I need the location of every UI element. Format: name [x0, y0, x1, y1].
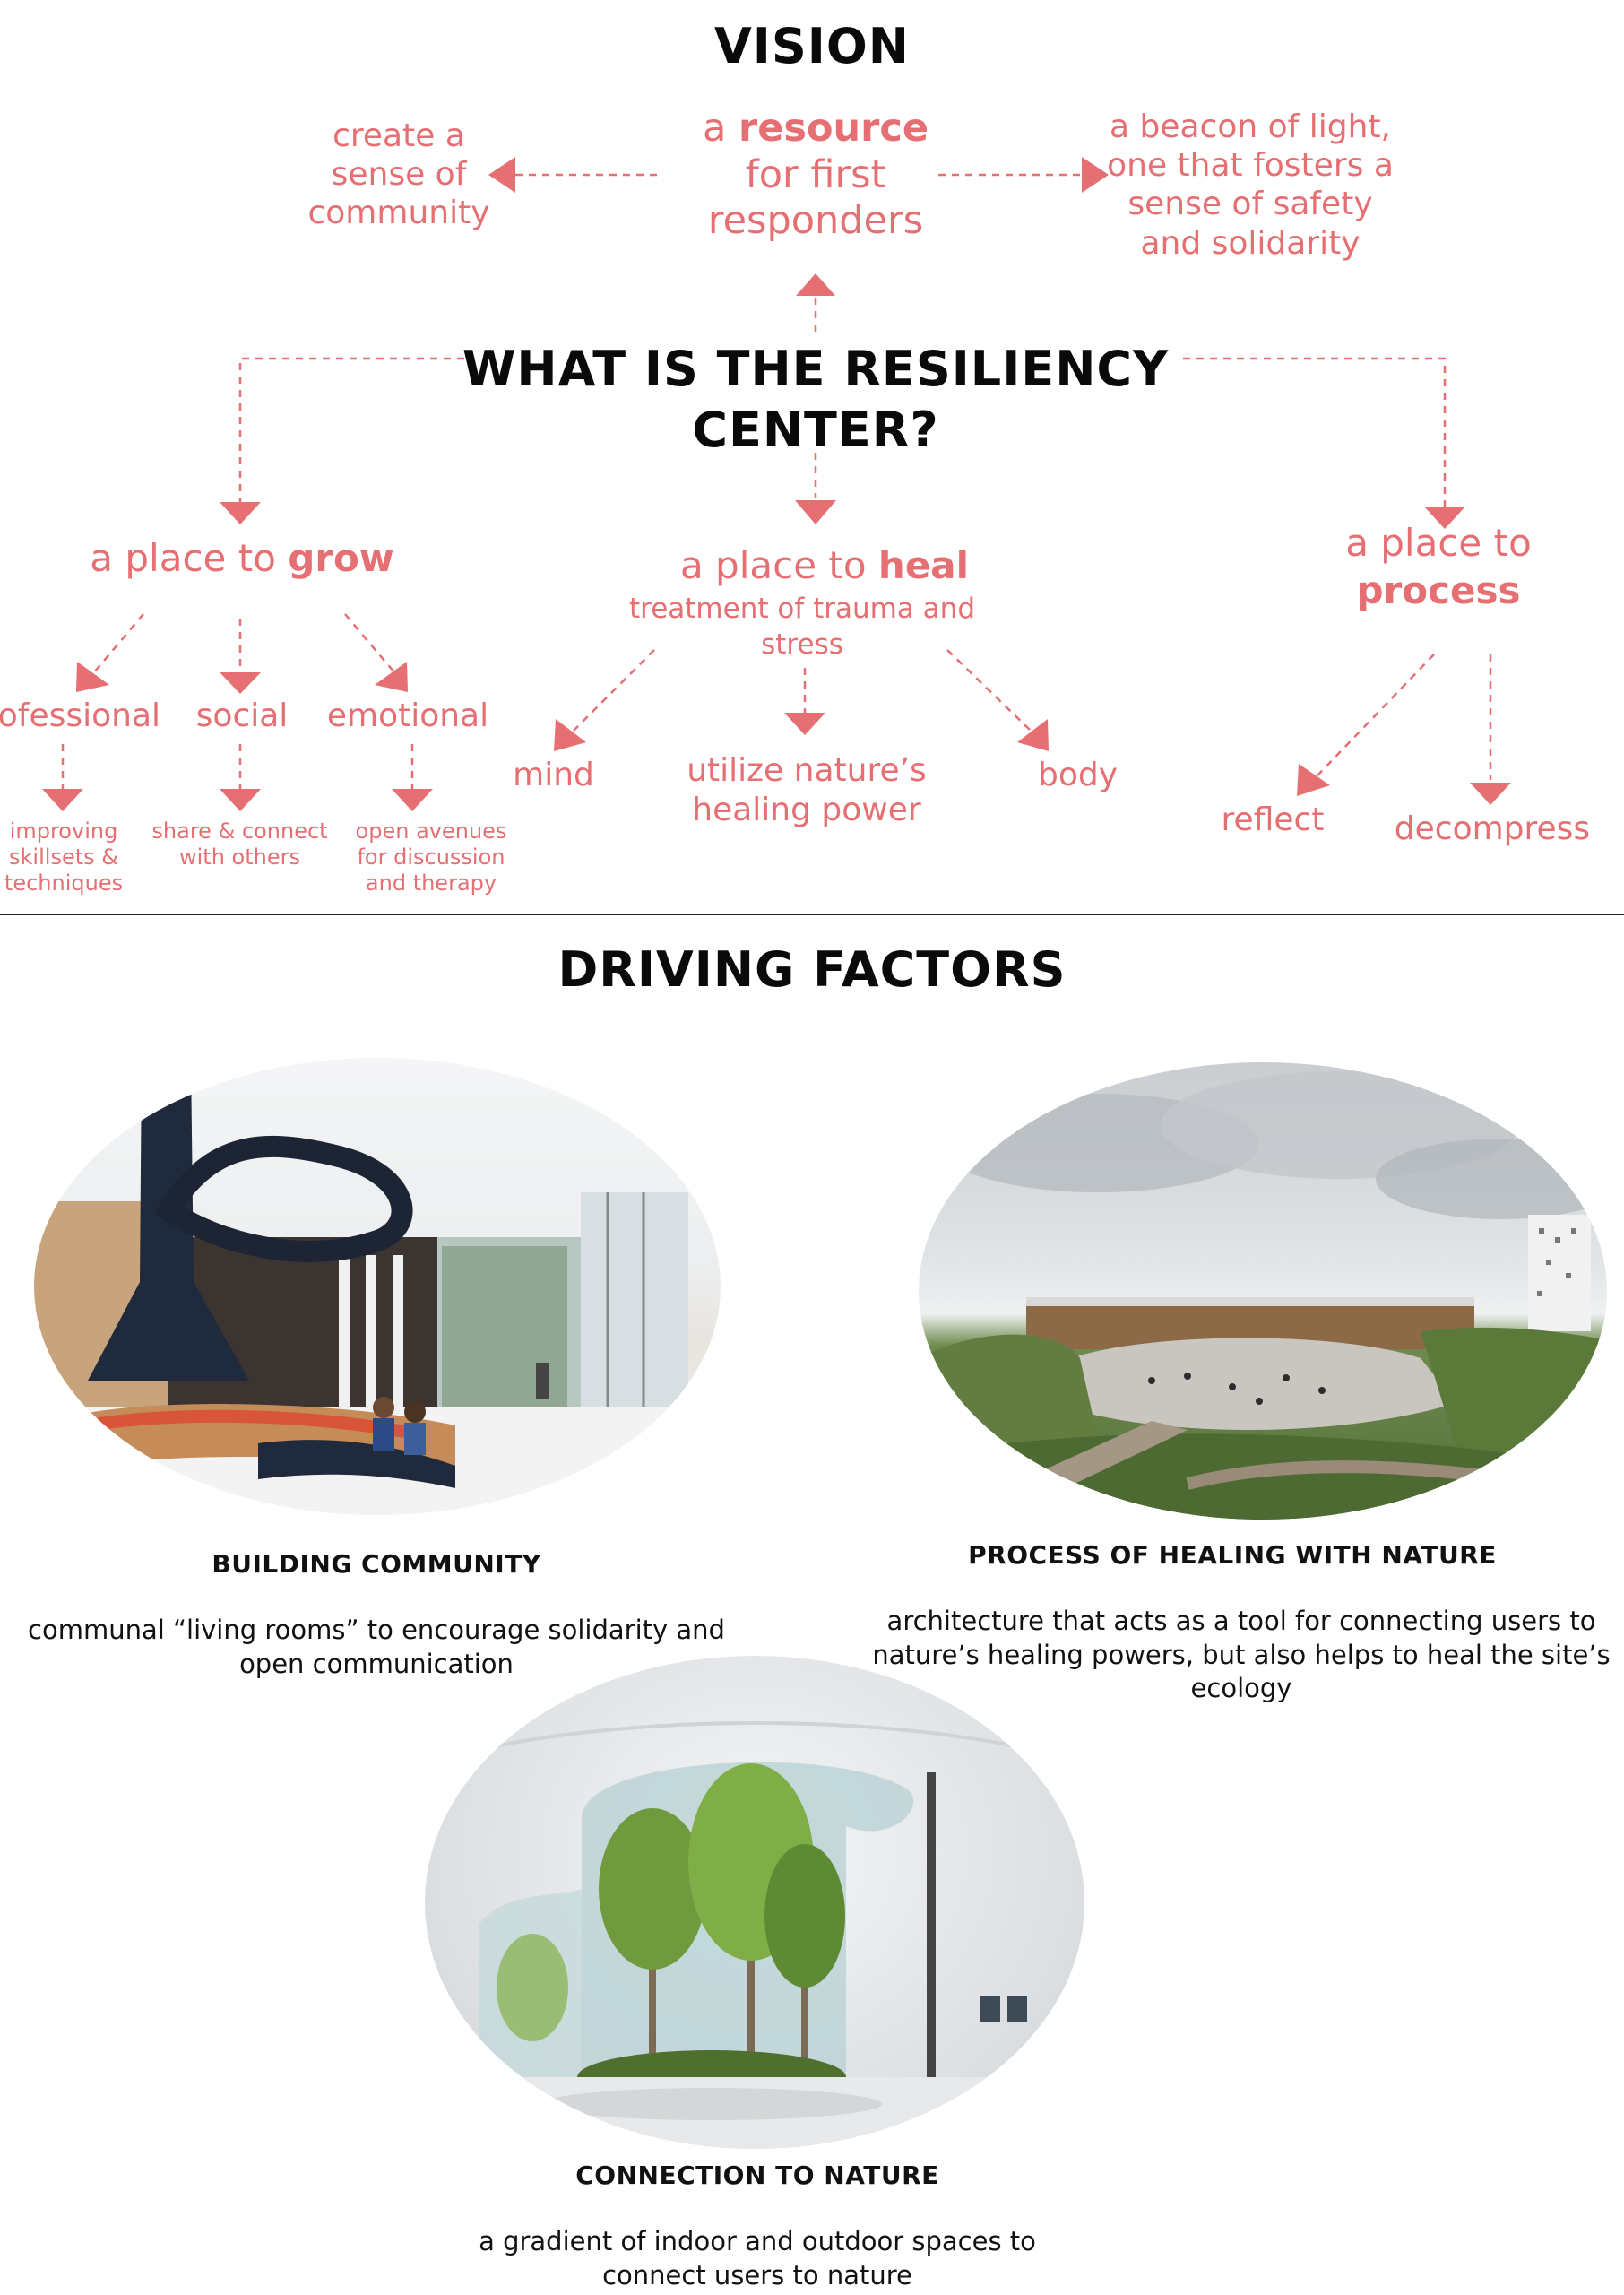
section-divider	[0, 914, 1624, 915]
vision-community-node: create a sense of community	[307, 117, 490, 232]
heal-body: body	[1037, 757, 1119, 793]
nature-courtyard-photo	[425, 1656, 1084, 2149]
question-title: WHAT IS THE RESILIENCY CENTER?	[448, 339, 1183, 460]
process-pre: a place to	[1345, 521, 1532, 565]
heal-subtitle: treatment of trauma and stress	[628, 593, 976, 661]
grow-emotional: emotional	[326, 697, 489, 734]
vision-resource-node: a resource for first responders	[654, 106, 977, 245]
question-line1: WHAT IS THE RESILIENCY	[462, 341, 1170, 397]
question-line2: CENTER?	[692, 401, 939, 458]
vision-beacon-node: a beacon of light, one that fosters a se…	[1107, 108, 1394, 262]
heal-bold: heal	[877, 543, 970, 587]
process-node: a place to process	[1326, 520, 1551, 614]
grow-pre: a place to	[90, 536, 276, 580]
process-decompress: decompress	[1394, 810, 1591, 847]
community-caption-title: BUILDING COMMUNITY	[212, 1549, 541, 1579]
healing-caption-title: PROCESS OF HEALING WITH NATURE	[968, 1540, 1497, 1570]
process-bold: process	[1356, 567, 1521, 612]
heal-node: a place to heal	[645, 543, 1004, 588]
heal-mind: mind	[513, 757, 594, 793]
community-caption-text: communal “living rooms” to encourage sol…	[28, 1615, 725, 1679]
connector-lines	[42, 157, 1511, 811]
grow-bold: grow	[288, 536, 394, 580]
driving-title: DRIVING FACTORS	[557, 941, 1067, 998]
heal-nature: utilize nature’s healing power	[687, 752, 927, 828]
nature-caption-text: a gradient of indoor and outdoor spaces …	[479, 2226, 1036, 2291]
vision-resource-bold: resource	[739, 106, 929, 151]
grow-social-detail: share & connect with others	[151, 818, 328, 870]
grow-node: a place to grow	[54, 536, 430, 581]
grow-emotional-detail: open avenues for discussion and therapy	[355, 818, 507, 896]
grow-professional-detail: improving skillsets & techniques	[4, 818, 124, 896]
healing-caption-text: architecture that acts as a tool for con…	[872, 1606, 1611, 1704]
process-reflect: reflect	[1221, 801, 1325, 838]
healing-landscape-photo	[919, 1062, 1607, 1520]
vision-title: VISION	[714, 18, 910, 74]
vision-resource-pre: a	[702, 106, 727, 151]
heal-pre: a place to	[679, 543, 867, 587]
grow-professional: professional	[0, 697, 161, 734]
vision-resource-post: for first responders	[707, 152, 924, 244]
community-interior-photo	[34, 1058, 721, 1515]
nature-caption-title: CONNECTION TO NATURE	[575, 2161, 939, 2190]
grow-social: social	[195, 697, 289, 734]
